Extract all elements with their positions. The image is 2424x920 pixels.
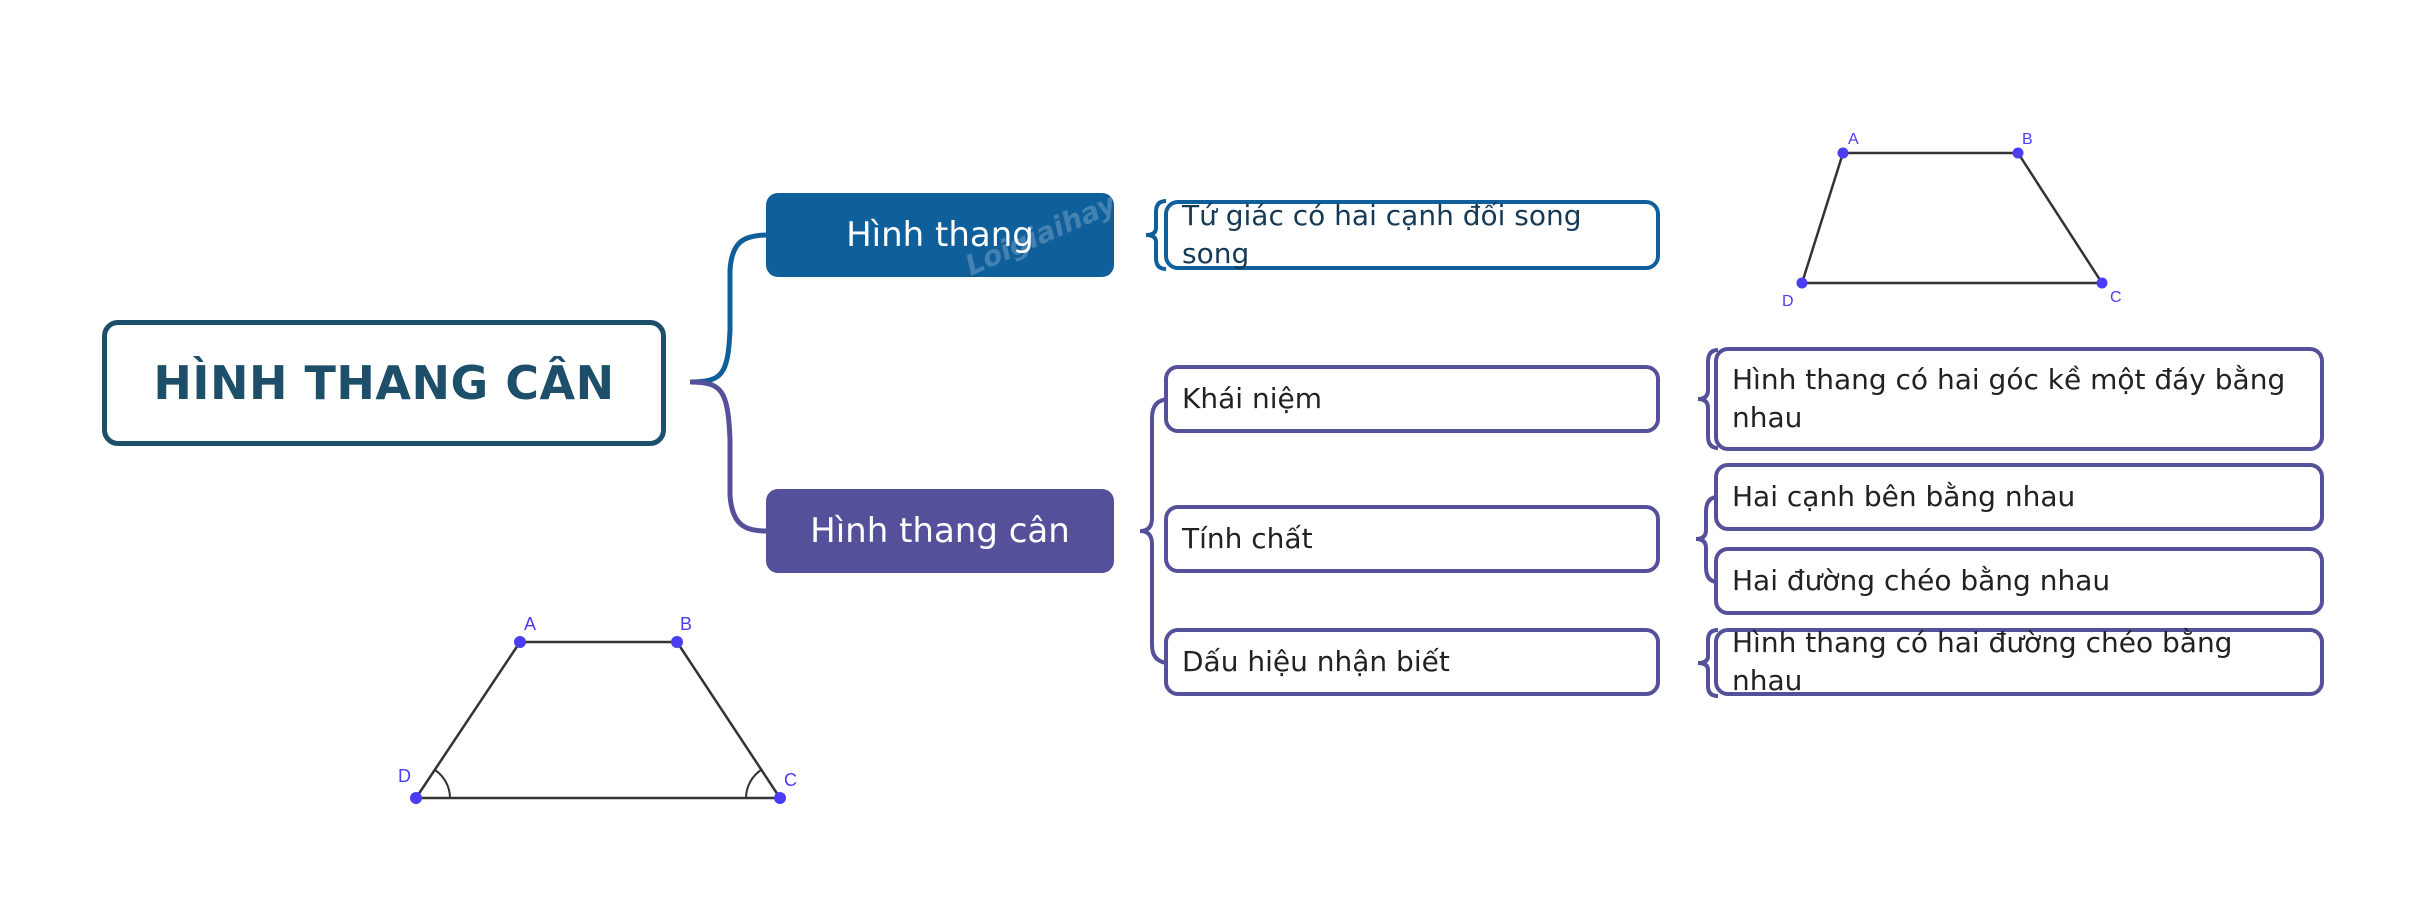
bracket-hinh-thang <box>1145 199 1167 271</box>
isosceles-trapezoid-figure: A B C D <box>398 614 797 804</box>
definition-hinh-thang-text: Tứ giác có hai cạnh đối song song <box>1182 199 1582 270</box>
vertex-c-point <box>2096 277 2108 289</box>
vertex-a-label: A <box>524 614 536 634</box>
detail-tinh-chat-1[interactable]: Hai cạnh bên bằng nhau <box>1714 463 2324 531</box>
detail-dau-hieu-text: Hình thang có hai đường chéo bằng nhau <box>1732 626 2233 697</box>
detail-tinh-chat-2-text: Hai đường chéo bằng nhau <box>1732 564 2111 597</box>
vertex-a-point <box>1837 147 1849 159</box>
branch-hinh-thang-can-label: Hình thang cân <box>810 511 1070 551</box>
vertex-c-point <box>774 792 786 804</box>
angle-d-arc <box>434 769 451 799</box>
vertex-a-label: A <box>1848 131 1859 148</box>
detail-tinh-chat-1-text: Hai cạnh bên bằng nhau <box>1732 480 2076 513</box>
topic-dau-hieu-nhan-biet[interactable]: Dấu hiệu nhận biết <box>1164 628 1660 696</box>
root-title: HÌNH THANG CÂN <box>153 356 615 410</box>
vertex-c-label: C <box>784 770 797 790</box>
detail-tinh-chat-2[interactable]: Hai đường chéo bằng nhau <box>1714 547 2324 615</box>
detail-khai-niem-text: Hình thang có hai góc kề một đáy bằng nh… <box>1732 363 2286 434</box>
vertex-b-label: B <box>680 614 692 634</box>
detail-dau-hieu[interactable]: Hình thang có hai đường chéo bằng nhau <box>1714 626 2324 697</box>
bracket-khai-niem <box>1697 348 1719 450</box>
vertex-d-label: D <box>1782 293 1794 310</box>
topic-tinh-chat[interactable]: Tính chất <box>1164 505 1660 573</box>
branch-hinh-thang-label: Hình thang <box>846 215 1034 255</box>
topic-dau-hieu-nhan-biet-label: Dấu hiệu nhận biết <box>1182 645 1450 678</box>
topic-khai-niem-label: Khái niệm <box>1182 382 1322 415</box>
detail-khai-niem[interactable]: Hình thang có hai góc kề một đáy bằng nh… <box>1714 347 2324 451</box>
branch-hinh-thang[interactable]: Hình thang <box>766 193 1114 277</box>
vertex-a-point <box>514 636 526 648</box>
bracket-tinh-chat <box>1695 495 1719 584</box>
vertex-b-label: B <box>2022 131 2033 148</box>
definition-hinh-thang[interactable]: Tứ giác có hai cạnh đối song song <box>1164 199 1660 270</box>
bracket-dau-hieu <box>1697 628 1719 698</box>
trapezoid-figure-top: A B C D <box>1782 131 2122 310</box>
vertex-b-point <box>2012 147 2024 159</box>
vertex-d-point <box>410 792 422 804</box>
bracket-hinh-thang-can <box>1139 397 1171 665</box>
vertex-d-label: D <box>398 766 411 786</box>
topic-khai-niem[interactable]: Khái niệm <box>1164 365 1660 433</box>
root-node[interactable]: HÌNH THANG CÂN <box>102 320 666 446</box>
vertex-d-point <box>1796 277 1808 289</box>
vertex-c-label: C <box>2110 289 2122 306</box>
vertex-b-point <box>671 636 683 648</box>
connector-root-hinh-thang-can <box>689 379 767 534</box>
branch-hinh-thang-can[interactable]: Hình thang cân <box>766 489 1114 573</box>
angle-c-arc <box>745 769 762 799</box>
topic-tinh-chat-label: Tính chất <box>1182 522 1313 555</box>
connector-root-hinh-thang <box>689 232 767 385</box>
